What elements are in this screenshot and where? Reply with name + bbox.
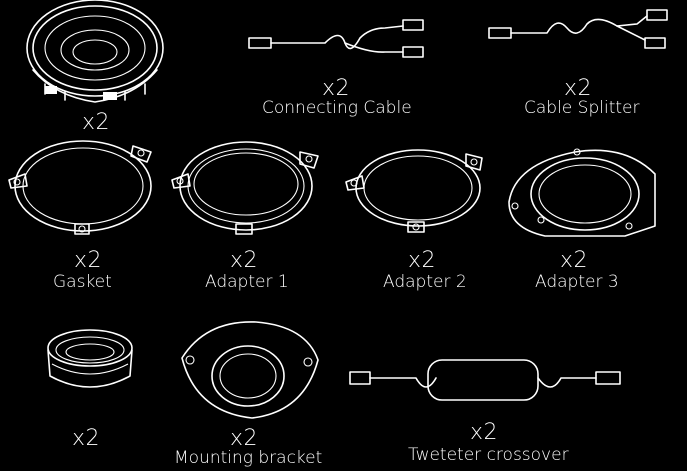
adapter-2-icon	[345, 149, 483, 233]
tweeter-crossover-qty: x2	[469, 420, 499, 445]
connecting-cable-qty: x2	[321, 76, 351, 101]
tweeter-icon	[47, 329, 133, 388]
connecting-cable-icon	[248, 19, 424, 58]
connecting-cable-label: Connecting Cable	[262, 98, 412, 118]
tweeter-crossover-label: Tweteter crossover	[408, 445, 569, 465]
speaker-qty: x2	[81, 110, 111, 135]
mounting-bracket-icon	[181, 321, 319, 419]
tweeter-crossover-icon	[349, 359, 621, 401]
adapter-3-qty: x2	[559, 248, 589, 273]
tweeter-qty: x2	[71, 426, 101, 451]
adapter-2-qty: x2	[407, 248, 437, 273]
speaker-icon	[26, 0, 164, 103]
adapter-3-icon	[508, 148, 656, 237]
gasket-qty: x2	[73, 248, 103, 273]
cable-splitter-label: Cable Splitter	[524, 98, 640, 118]
adapter-1-qty: x2	[229, 248, 259, 273]
mounting-bracket-qty: x2	[229, 426, 259, 451]
adapter-1-label: Adapter 1	[205, 272, 289, 292]
adapter-1-icon	[171, 141, 319, 235]
gasket-icon	[8, 140, 152, 235]
adapter-3-label: Adapter 3	[535, 272, 619, 292]
cable-splitter-qty: x2	[563, 76, 593, 101]
mounting-bracket-label: Mounting bracket	[174, 448, 323, 468]
adapter-2-label: Adapter 2	[383, 272, 467, 292]
gasket-label: Gasket	[53, 272, 112, 292]
cable-splitter-icon	[488, 9, 668, 49]
